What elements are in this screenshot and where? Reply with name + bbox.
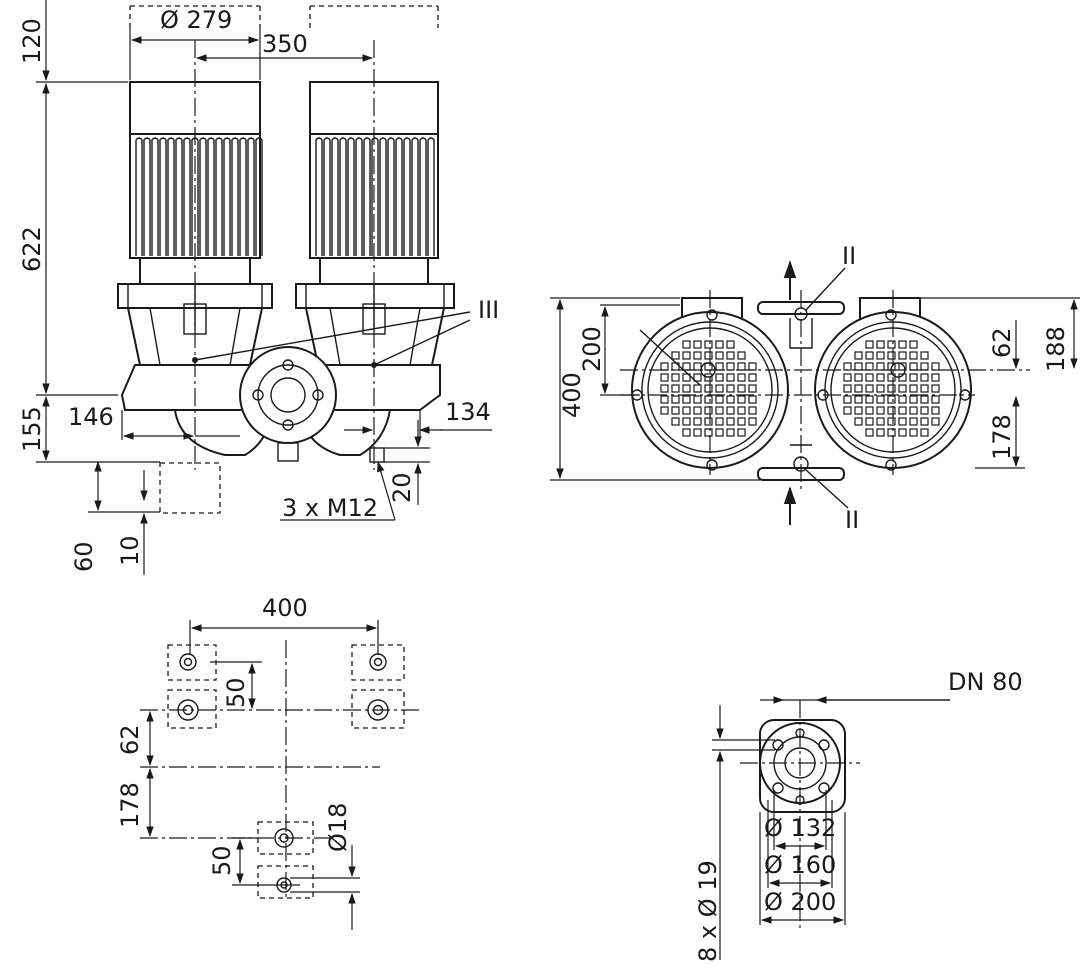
dim-178-base: 178 <box>116 782 144 828</box>
thread-3xM12: 3 x M12 <box>282 494 378 522</box>
dim-178-top: 178 <box>988 414 1016 460</box>
dim-50-a: 50 <box>222 677 250 708</box>
dim-diameter-200: Ø 200 <box>764 888 836 916</box>
dim-50-b: 50 <box>208 845 236 876</box>
callout-III: III <box>478 296 499 324</box>
dim-20: 20 <box>388 472 416 503</box>
dim-diameter-18: Ø18 <box>324 803 352 852</box>
base-foot-outline <box>159 462 221 514</box>
dim-diameter-160: Ø 160 <box>764 851 836 879</box>
dim-400-base: 400 <box>262 594 308 622</box>
dim-400-top: 400 <box>558 372 586 418</box>
leader-III <box>194 311 471 366</box>
dim-62-top: 62 <box>988 327 1016 358</box>
flange-view <box>712 696 950 960</box>
dim-188: 188 <box>1042 326 1070 372</box>
top-view <box>550 260 1080 525</box>
base-view <box>140 620 420 930</box>
callout-II-bottom: II <box>845 506 859 534</box>
dim-diameter-132: Ø 132 <box>764 814 836 842</box>
dim-622: 622 <box>18 226 46 272</box>
dim-155: 155 <box>18 406 46 452</box>
callout-II-top: II <box>842 242 856 270</box>
motor-right <box>295 81 455 366</box>
dim-diameter-279: Ø 279 <box>160 6 232 34</box>
dn-80-label: DN 80 <box>948 668 1023 696</box>
dim-62-base: 62 <box>116 724 144 755</box>
dim-200-top: 200 <box>578 326 606 372</box>
fan-cover-outline-right <box>309 5 439 28</box>
dim-60: 60 <box>70 541 98 572</box>
fan-cover-outline-left <box>129 5 261 28</box>
dim-134: 134 <box>445 398 491 426</box>
pump-housing <box>120 346 441 463</box>
dim-120: 120 <box>18 18 46 64</box>
dim-146: 146 <box>68 403 114 431</box>
dim-10: 10 <box>116 535 144 566</box>
dim-350: 350 <box>262 30 308 58</box>
bolt-holes-8x19: 8 x Ø 19 <box>694 860 722 962</box>
front-view <box>36 0 492 575</box>
